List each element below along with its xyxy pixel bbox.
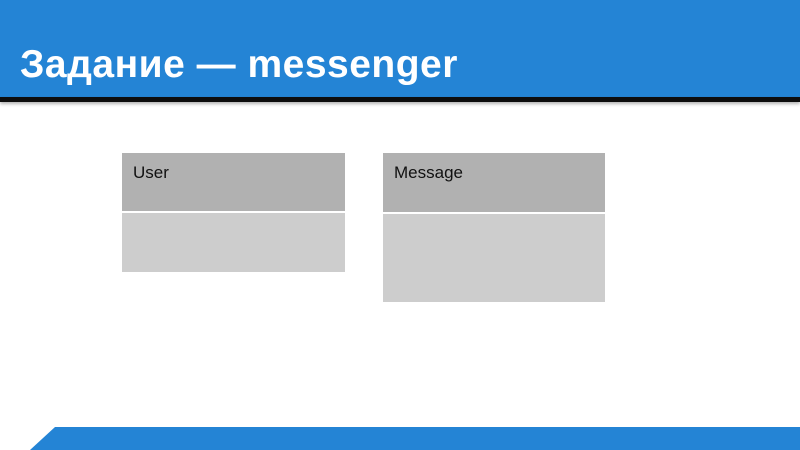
title-band: Задание — messenger — [0, 0, 800, 97]
user-table-body — [122, 213, 345, 272]
message-table-header: Message — [383, 153, 605, 212]
message-table: Message — [383, 153, 605, 302]
page-title: Задание — messenger — [20, 43, 458, 86]
user-table-header: User — [122, 153, 345, 211]
user-table: User — [122, 153, 345, 272]
title-divider — [0, 97, 800, 102]
footer-accent-bar — [30, 427, 800, 450]
message-table-body — [383, 214, 605, 302]
